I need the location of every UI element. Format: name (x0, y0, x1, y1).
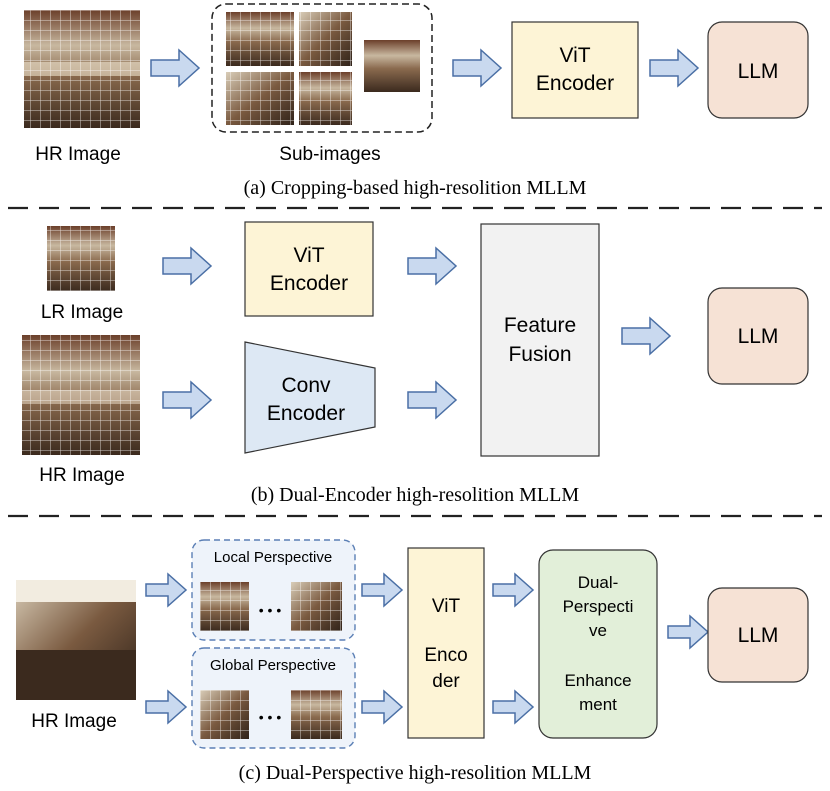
global-perspective-group: Global Perspective • • • (191, 647, 356, 749)
arrow-b3 (407, 246, 458, 286)
arrow-b1 (162, 246, 213, 286)
llm-c-label: LLM (738, 624, 779, 647)
arrow-c3 (361, 572, 404, 608)
local-dots: • • • (259, 602, 282, 618)
enhance-line2: Perspecti (563, 597, 634, 616)
section-a: HR Image Sub-images ViT Encoder LLM (a) … (24, 3, 809, 199)
hr-image-a (24, 10, 140, 128)
sub-images-group (211, 3, 433, 133)
lr-image-label: LR Image (41, 302, 123, 323)
caption-c: (c) Dual-Perspective high-resolition MLL… (239, 762, 592, 784)
caption-a: (a) Cropping-based high-resolition MLLM (244, 177, 587, 199)
arrow-c5 (492, 572, 535, 608)
global-perspective-label: Global Perspective (210, 657, 336, 674)
arrow-c2 (145, 689, 188, 725)
conv-encoder-line1: Conv (281, 374, 331, 397)
vit-encoder-c-line2: Enco (424, 645, 467, 666)
arrow-c4 (361, 689, 404, 725)
arrow-b5 (621, 316, 672, 356)
local-perspective-group: Local Perspective • • • (191, 539, 356, 641)
vit-encoder-a-line1: ViT (559, 44, 590, 67)
llm-b-label: LLM (738, 325, 779, 348)
vit-encoder-c (407, 547, 485, 739)
llm-a-label: LLM (738, 60, 779, 83)
local-perspective-label: Local Perspective (214, 549, 332, 566)
section-b: LR Image HR Image ViT Encoder Conv Encod… (22, 221, 809, 506)
lr-image (47, 226, 115, 291)
hr-image-label-c: HR Image (31, 711, 117, 732)
vit-encoder-b-line1: ViT (293, 244, 324, 267)
caption-b: (b) Dual-Encoder high-resolition MLLM (251, 484, 579, 506)
conv-encoder (244, 341, 376, 454)
vit-encoder-b (244, 221, 374, 317)
sub-image-thumbnail (364, 40, 420, 92)
enhance-line5: ment (579, 695, 617, 714)
sub-images-label: Sub-images (279, 144, 380, 165)
arrow-a2 (452, 48, 503, 88)
vit-encoder-a (511, 21, 639, 119)
arrow-c1 (145, 572, 188, 608)
arrow-a1 (150, 48, 201, 88)
conv-encoder-line2: Encoder (267, 402, 345, 425)
enhance-line1: Dual- (578, 573, 619, 592)
arrow-c7 (667, 614, 710, 650)
vit-encoder-b-line2: Encoder (270, 272, 348, 295)
arrow-b4 (407, 380, 458, 420)
global-dots: • • • (259, 709, 282, 725)
feature-fusion-box (480, 223, 600, 457)
llm-box-b (707, 287, 809, 385)
arrow-a3 (649, 48, 700, 88)
hr-image-label-b: HR Image (39, 465, 125, 486)
arrow-c6 (492, 689, 535, 725)
llm-box-c (707, 587, 809, 683)
enhance-line3: ve (589, 621, 607, 640)
section-c: HR Image Local Perspective • • • Global … (16, 539, 809, 784)
feature-fusion-line1: Feature (504, 314, 576, 337)
dual-perspective-enhancement (538, 549, 658, 739)
sub-images-box (211, 3, 433, 133)
enhance-line4: Enhance (564, 671, 631, 690)
hr-image-c (16, 580, 136, 700)
llm-box-a (707, 21, 809, 119)
hr-image-label-a: HR Image (35, 144, 121, 165)
vit-encoder-c-line1: ViT (432, 596, 461, 617)
vit-encoder-a-line2: Encoder (536, 72, 614, 95)
arrow-b2 (162, 380, 213, 420)
feature-fusion-line2: Fusion (508, 343, 571, 366)
vit-encoder-c-line3: der (432, 671, 460, 692)
hr-image-b (22, 335, 140, 455)
